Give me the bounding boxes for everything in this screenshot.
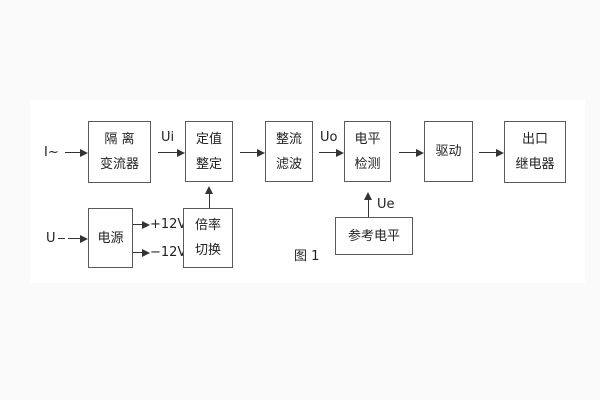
block-ratio-switch-line2: 切换 (194, 243, 221, 258)
block-output-relay-line2: 继电器 (515, 157, 555, 172)
block-rectify-filter-line1: 整流 (275, 131, 302, 147)
block-power-supply: 电源 (88, 208, 133, 268)
signal-uo-label: Uo (320, 130, 338, 145)
arrow-reference-to-level (364, 192, 372, 217)
block-rectify-filter-line2: 滤波 (275, 156, 302, 172)
block-level-detect: 电平 检测 (344, 121, 391, 182)
block-power-supply-label: 电源 (97, 230, 124, 246)
block-setting-adjust: 定值 整定 (185, 121, 233, 182)
block-output-relay: 出口 继电器 (504, 121, 566, 183)
block-level-detect-line1: 电平 (354, 131, 381, 147)
block-ratio-switch-line1: 倍率 (194, 218, 221, 233)
block-reference-level-label: 参考电平 (347, 228, 400, 244)
figure-caption: 图 1 (294, 249, 320, 264)
block-reference-level: 参考电平 (335, 217, 413, 255)
plus-12v-label: +12V (150, 217, 187, 232)
block-output-relay-line1: 出口 (521, 132, 548, 147)
arrow-isolation-to-setting (158, 148, 185, 157)
block-rectify-filter: 整流 滤波 (265, 121, 313, 182)
arrow-drive-to-relay (479, 148, 504, 157)
arrow-rectify-to-level (319, 148, 344, 157)
signal-ui-label: Ui (161, 130, 175, 145)
input-voltage-label: U (46, 231, 56, 246)
arrow-voltage-to-power (68, 234, 88, 243)
block-drive-label: 驱动 (435, 144, 462, 159)
block-isolation-transformer-line1: 隔 离 (104, 132, 135, 147)
arrow-level-to-drive (399, 148, 424, 157)
block-drive: 驱动 (424, 121, 473, 182)
block-isolation-transformer: 隔 离 变流器 (88, 121, 151, 183)
arrow-input-to-isolation (65, 148, 88, 157)
arrow-plus-12v (133, 220, 150, 229)
input-current-label: I~ (44, 145, 59, 160)
block-isolation-transformer-line2: 变流器 (99, 157, 139, 172)
block-setting-adjust-line2: 整定 (195, 156, 222, 172)
block-level-detect-line2: 检测 (354, 156, 381, 172)
input-voltage-dash (58, 238, 65, 239)
block-ratio-switch: 倍率 切换 (183, 208, 233, 268)
arrow-minus-12v (133, 248, 150, 257)
arrow-setting-to-rectify (240, 148, 265, 157)
arrow-ratio-to-setting (205, 186, 213, 208)
block-setting-adjust-line1: 定值 (195, 131, 222, 147)
signal-ue-label: Ue (377, 197, 395, 212)
minus-12v-label: −12V (150, 245, 187, 260)
